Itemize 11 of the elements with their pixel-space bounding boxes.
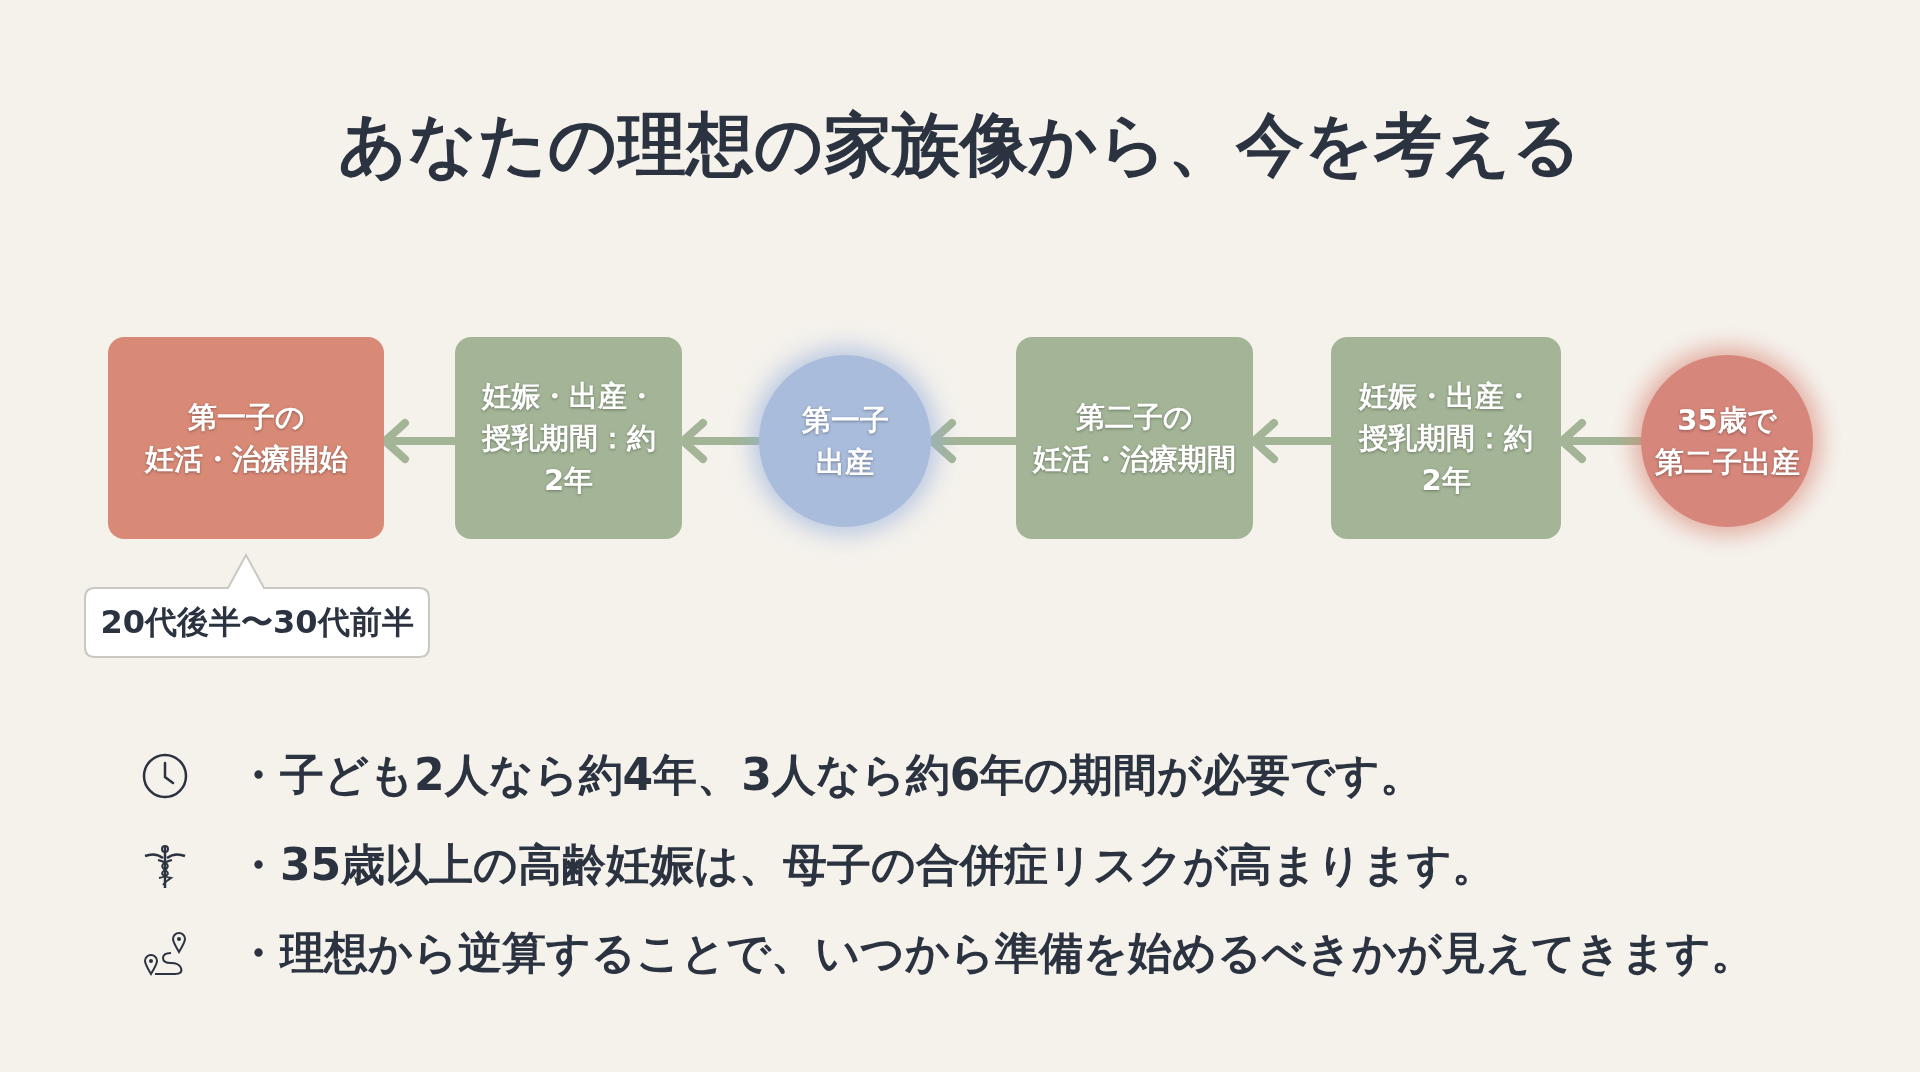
step-box: 妊娠・出産・授乳期間：約2年: [1331, 337, 1561, 539]
bullet-text: ・子ども2人なら約4年、3人なら約6年の期間が必要です。: [236, 748, 1425, 802]
milestone-circle: 第一子出産: [759, 355, 931, 527]
bullet-text: ・理想から逆算することで、いつから準備を始めるべきかが見えてきます。: [236, 926, 1755, 980]
title: あなたの理想の家族像から、今を考える: [337, 104, 1583, 186]
bullet-text: ・35歳以上の高齢妊娠は、母子の合併症リスクが高まります。: [236, 838, 1497, 892]
step-box: 第二子の妊活・治療期間: [1016, 337, 1253, 539]
step-box: 妊娠・出産・授乳期間：約2年: [455, 337, 682, 539]
step-box: 第一子の妊活・治療開始: [108, 337, 384, 539]
callout-bubble: 20代後半〜30代前半: [83, 553, 431, 659]
milestone-circle: 35歳で第二子出産: [1641, 355, 1813, 527]
